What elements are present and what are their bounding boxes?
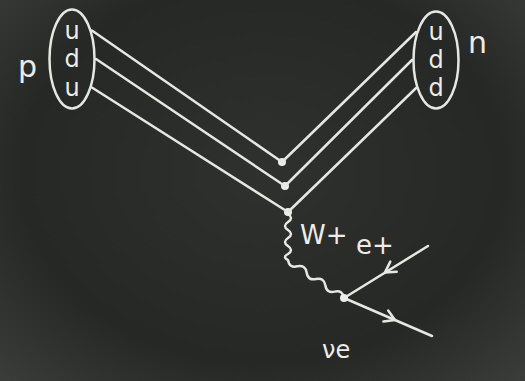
particle-label: W+	[300, 222, 348, 248]
vertex-dot	[340, 294, 348, 302]
positron-arrowhead	[385, 262, 397, 273]
ellipse-outline	[414, 12, 459, 109]
particle-label: νe	[322, 338, 350, 362]
quark-letter: d	[428, 76, 443, 100]
quark-line	[92, 31, 416, 163]
quark-column: udd	[412, 10, 460, 110]
neutrino-arrowhead	[383, 311, 395, 322]
ellipse-outline	[50, 10, 95, 109]
quark-letter: d	[428, 48, 443, 72]
quark-letter: d	[64, 47, 79, 71]
quark-letter: u	[428, 20, 443, 44]
quark-line	[96, 59, 412, 186]
quark-letter: u	[64, 19, 79, 43]
quark-line	[92, 88, 416, 213]
quark-bag: nudd	[412, 10, 460, 110]
particle-name: n	[468, 28, 487, 58]
quark-column: udu	[48, 8, 96, 110]
particle-name: p	[18, 52, 37, 82]
neutrino-line	[344, 298, 432, 336]
quark-bag: pudu	[48, 8, 96, 110]
particle-label: e+	[356, 232, 394, 258]
quark-letter: u	[64, 76, 79, 100]
